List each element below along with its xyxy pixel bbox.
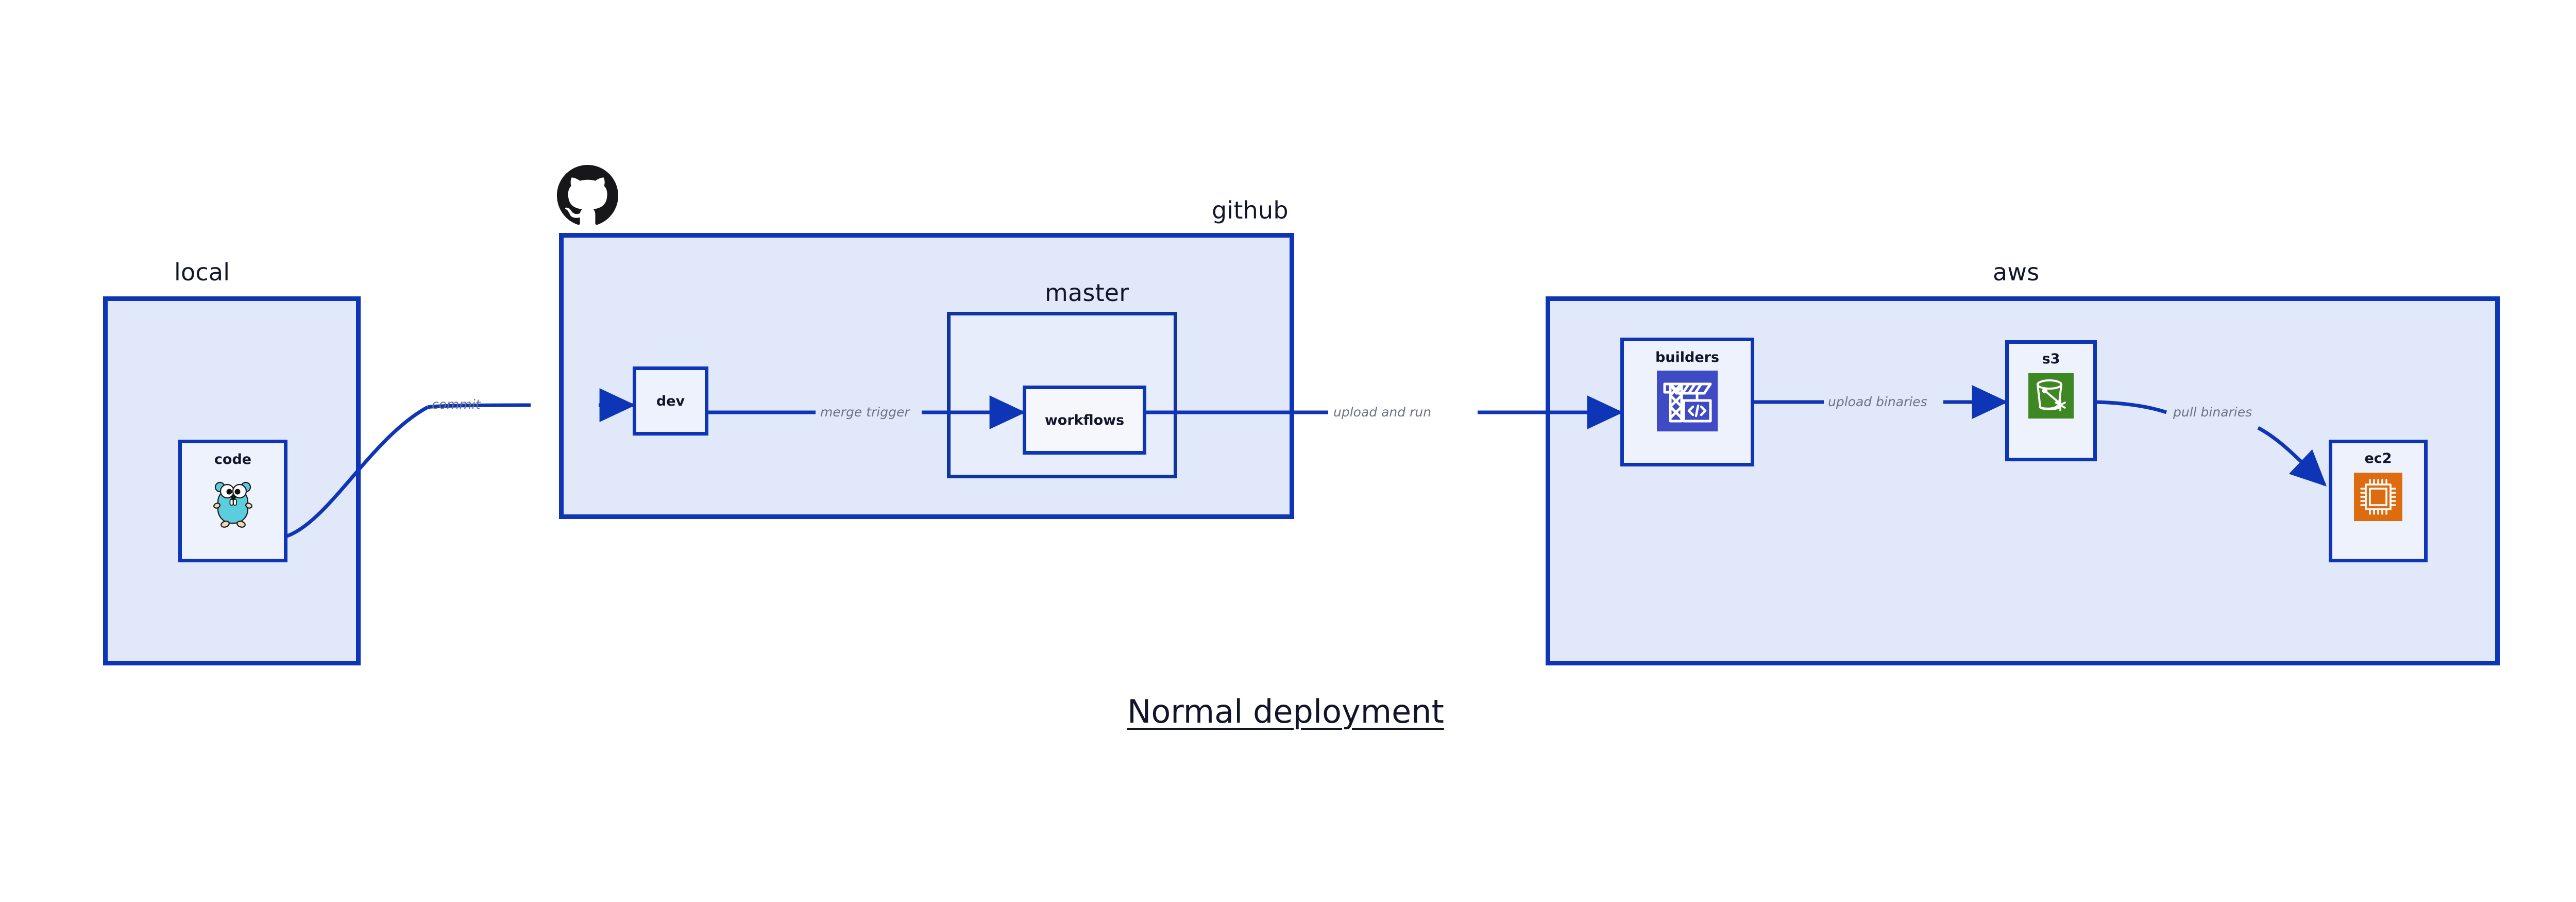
go-gopher-icon <box>212 475 254 531</box>
node-code[interactable]: code <box>178 440 287 562</box>
edge-label-merge-trigger: merge trigger <box>820 405 910 420</box>
github-octocat-logo <box>557 165 618 226</box>
edge-label-upload-binaries: upload binaries <box>1828 394 1927 409</box>
node-label-ec2: ec2 <box>2364 450 2392 466</box>
aws-crane-code-icon <box>1657 371 1718 433</box>
edge-label-commit: commit <box>432 397 481 412</box>
edge-label-upload-and-run: upload and run <box>1333 405 1432 420</box>
edge-label-pull-binaries: pull binaries <box>2173 405 2252 420</box>
node-workflows[interactable]: workflows <box>1023 386 1146 455</box>
diagram-title: Normal deployment <box>1127 693 1444 730</box>
node-s3[interactable]: s3 <box>2005 340 2097 461</box>
node-ec2[interactable]: ec2 <box>2329 440 2428 562</box>
group-label-local: local <box>174 258 230 286</box>
node-dev[interactable]: dev <box>633 366 708 436</box>
group-label-aws: aws <box>1993 258 2040 286</box>
node-builders[interactable]: builders <box>1620 338 1754 466</box>
group-label-master: master <box>1045 279 1129 307</box>
node-label-workflows: workflows <box>1044 412 1125 428</box>
group-label-github: github <box>1212 196 1289 224</box>
aws-ec2-chip-icon <box>2354 473 2402 523</box>
node-label-s3: s3 <box>2042 351 2060 367</box>
node-label-dev: dev <box>656 393 685 409</box>
aws-s3-bucket-icon <box>2028 373 2074 421</box>
node-label-builders: builders <box>1655 349 1720 365</box>
node-label-code: code <box>214 452 252 467</box>
